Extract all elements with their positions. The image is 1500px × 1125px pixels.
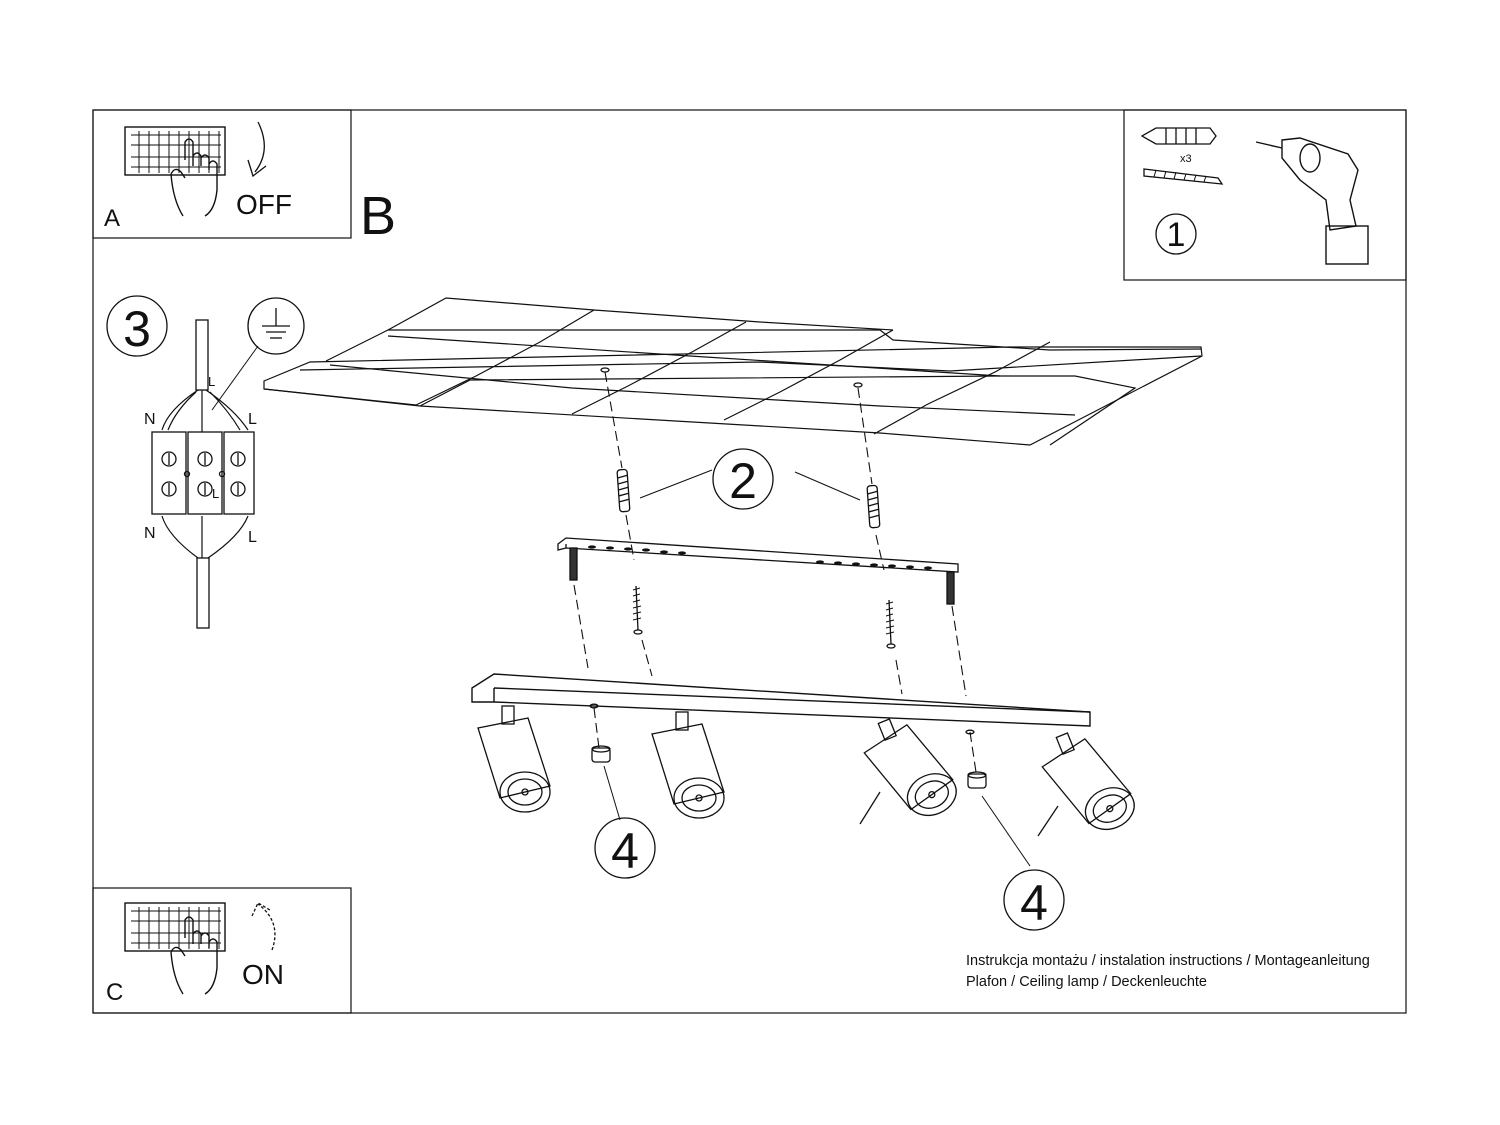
fixing-screw — [632, 585, 643, 635]
spot-lamp — [855, 704, 964, 832]
wall-plug-icon — [1140, 127, 1217, 145]
tools-panel — [1123, 109, 1407, 281]
ground-leader — [211, 345, 259, 411]
callout-4-leader — [603, 765, 621, 821]
decorative-cap — [967, 771, 987, 789]
mounting-bracket — [557, 537, 959, 573]
panel-a-box — [92, 109, 352, 239]
neutral-label-bottom: N — [144, 525, 156, 542]
step-3-number: 3 — [123, 301, 151, 357]
guide-lines — [573, 371, 977, 773]
decorative-cap — [591, 745, 611, 763]
spot-lamp — [477, 705, 551, 813]
ground-symbol-circle — [247, 297, 305, 355]
breaker-on-icon — [124, 902, 226, 952]
step-3-circle — [106, 295, 168, 357]
cable-bottom — [196, 557, 210, 629]
ceiling-tiles — [263, 297, 1203, 446]
arrow-up-icon — [251, 902, 276, 951]
ground-icon — [262, 308, 290, 339]
wall-anchor — [866, 484, 881, 529]
page-frame — [92, 109, 1407, 1014]
live-in-label: L — [208, 374, 215, 389]
cable-top — [195, 319, 209, 391]
fixing-screw — [885, 599, 896, 649]
lamp-canopy — [471, 673, 1091, 727]
lamp-rod — [859, 791, 881, 825]
callout-2-leader — [794, 471, 861, 501]
spot-lamp — [651, 711, 725, 819]
caption-line-2: Plafon / Ceiling lamp / Deckenleuchte — [966, 974, 1207, 990]
wire-bundle — [161, 389, 249, 559]
callout-4-leader — [981, 795, 1031, 867]
panel-a-letter: A — [104, 205, 120, 232]
canopy-hole — [965, 729, 975, 735]
ceiling-hole — [853, 382, 863, 388]
panel-a-action: OFF — [236, 189, 292, 220]
bracket-bolt — [569, 547, 578, 581]
breaker-off-icon — [124, 126, 226, 176]
ceiling-hole — [600, 367, 610, 373]
arrow-down-icon — [247, 121, 267, 178]
quantity-label: x3 — [1180, 153, 1192, 165]
panel-c-box — [92, 887, 352, 1014]
step-2-circle — [712, 448, 774, 510]
drill-icon — [1255, 137, 1369, 265]
live-mid-label: L — [212, 486, 219, 501]
step-2-number: 2 — [729, 453, 757, 509]
step-4-circle — [1003, 869, 1065, 931]
step-4-number: 4 — [611, 823, 639, 879]
hand-on-icon — [170, 916, 218, 995]
panel-c-action: ON — [242, 959, 284, 990]
live-label-top: L — [248, 411, 257, 428]
bracket-bolt — [946, 571, 955, 605]
step-4-number: 4 — [1020, 875, 1048, 931]
neutral-label-top: N — [144, 411, 156, 428]
step-1-number: 1 — [1167, 216, 1186, 254]
step-1-circle — [1155, 213, 1197, 255]
long-screw-icon — [1143, 168, 1224, 185]
canopy-hole — [589, 703, 599, 709]
lamp-rod — [1037, 805, 1059, 837]
terminal-block — [151, 431, 255, 515]
callout-2-leader — [639, 469, 713, 499]
caption-line-1: Instrukcja montażu / instalation instruc… — [966, 953, 1370, 969]
panel-b-letter: B — [360, 186, 396, 246]
live-label-bottom: L — [248, 529, 257, 546]
wall-anchor — [616, 468, 631, 513]
step-4-circle — [594, 817, 656, 879]
spot-lamp — [1033, 718, 1142, 846]
panel-c-letter: C — [106, 979, 123, 1006]
hand-off-icon — [170, 138, 218, 217]
